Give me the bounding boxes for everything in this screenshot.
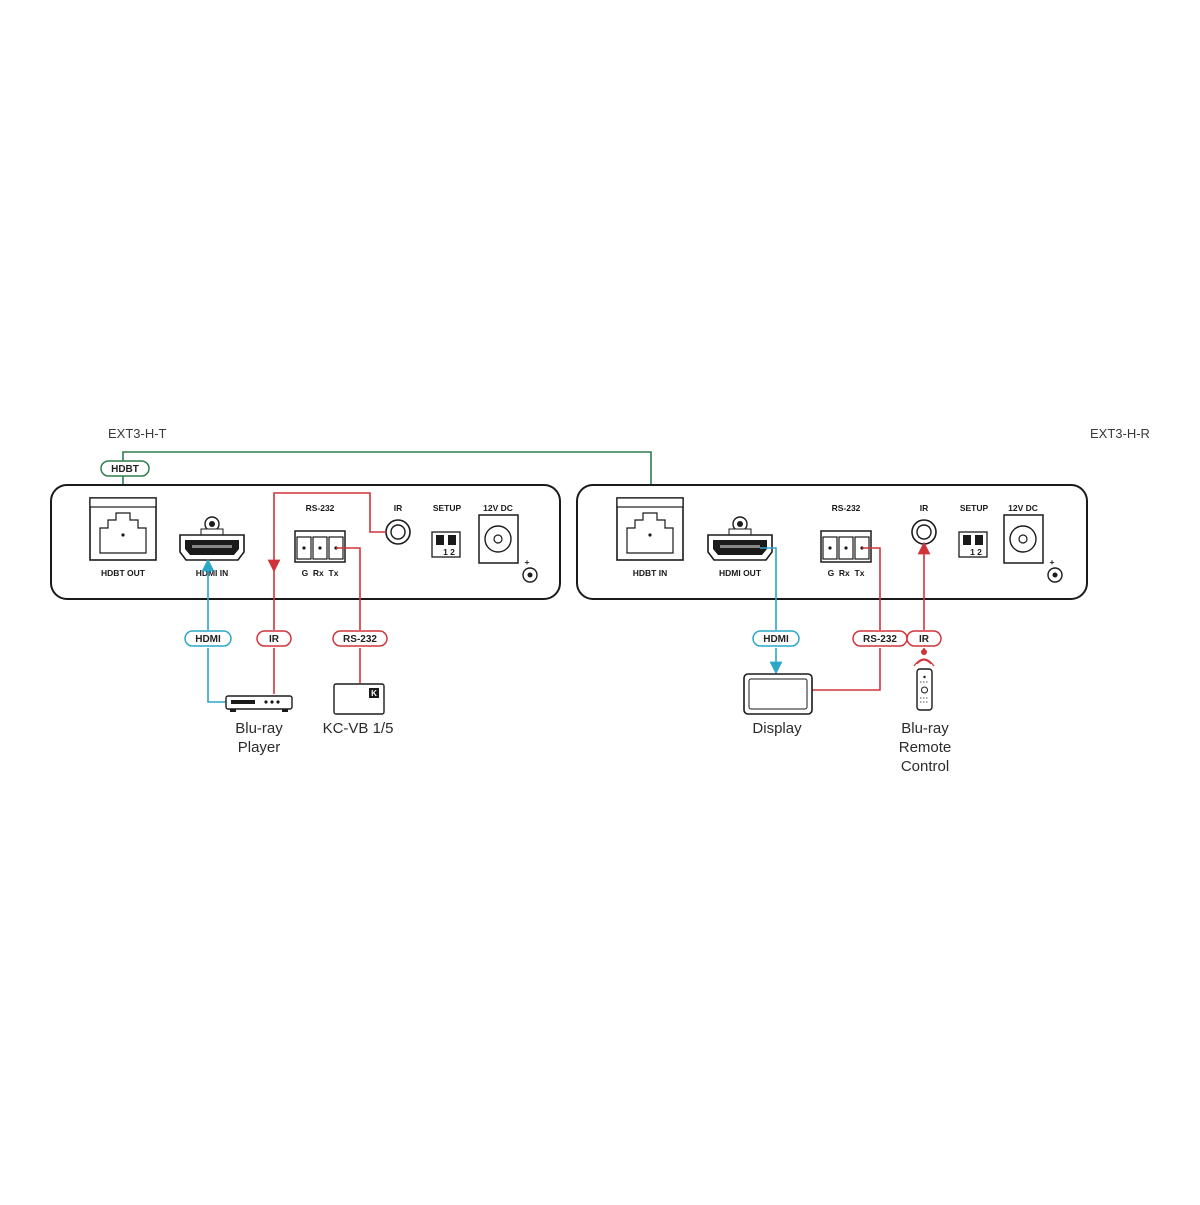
rx-power-label: 12V DC — [1008, 503, 1038, 513]
rx-rs232-tag: RS-232 — [852, 630, 908, 647]
remote-label-line1: Blu-ray — [901, 720, 949, 737]
bluray-player-label-line2: Player — [238, 739, 281, 756]
ir-signal-icon — [913, 658, 935, 667]
display-label: Display — [752, 720, 802, 737]
rx-setup-label: SETUP — [960, 503, 989, 513]
hdbt-out-label: HDBT OUT — [101, 568, 146, 578]
kc-vb-logo-mark: K — [371, 689, 377, 698]
tx-rs232-pins: G Rx Tx — [302, 568, 339, 578]
tx-hdmi-cable — [201, 558, 226, 703]
svg-text:HDMI: HDMI — [763, 634, 789, 645]
svg-text:HDMI: HDMI — [195, 634, 221, 645]
rx-plus-label: + — [1050, 557, 1055, 567]
tx-rs232-cable — [336, 547, 361, 683]
rx-setup-switch[interactable] — [958, 531, 988, 558]
tx-ir-cable — [267, 492, 386, 694]
rx-power-jack[interactable] — [1003, 514, 1044, 564]
tx-ir-label: IR — [394, 503, 403, 513]
receiver-panel: HDBT IN HDMI OUT RS-232 G Rx Tx IR — [576, 484, 1088, 600]
kc-vb-label: KC-VB 1/5 — [323, 720, 394, 737]
rx-rs232-cable — [812, 547, 881, 691]
bluray-player-icon — [225, 695, 293, 712]
svg-text:RS-232: RS-232 — [343, 634, 377, 645]
hdmi-in-port[interactable] — [179, 516, 245, 561]
bluray-player-label-line1: Blu-ray — [235, 720, 283, 737]
display-icon — [743, 673, 813, 715]
remote-control-icon — [916, 668, 933, 711]
transmitter-panel: HDBT OUT HDMI IN RS-232 G Rx Tx IR — [50, 484, 561, 600]
svg-text:IR: IR — [269, 634, 280, 645]
hdbt-tag: HDBT — [100, 460, 150, 477]
hdbt-in-port[interactable] — [616, 497, 684, 561]
rx-hdmi-tag: HDMI — [752, 630, 800, 647]
tx-power-jack[interactable] — [478, 514, 519, 564]
tx-ground-screw — [522, 567, 538, 583]
rx-rs232-pins: G Rx Tx — [828, 568, 865, 578]
rx-ir-label: IR — [920, 503, 929, 513]
rx-rs232-label: RS-232 — [832, 503, 861, 513]
tx-rs232-label: RS-232 — [306, 503, 335, 513]
rx-rs232-terminal[interactable] — [820, 530, 872, 563]
rx-ir-tag: IR — [906, 630, 942, 647]
rx-ir-cable — [917, 541, 931, 655]
rx-hdmi-cable — [760, 547, 783, 675]
kc-vb-icon: K — [333, 683, 385, 715]
tx-rs232-terminal[interactable] — [294, 530, 346, 563]
hdmi-out-port[interactable] — [707, 516, 773, 561]
svg-text:RS-232: RS-232 — [863, 634, 897, 645]
tx-hdmi-tag: HDMI — [184, 630, 232, 647]
hdmi-out-label: HDMI OUT — [719, 568, 762, 578]
hdbt-in-label: HDBT IN — [633, 568, 667, 578]
receiver-title: EXT3-H-R — [1090, 426, 1150, 441]
tx-rs232-tag: RS-232 — [332, 630, 388, 647]
tx-ir-tag: IR — [256, 630, 292, 647]
remote-label-line3: Control — [901, 758, 949, 775]
tx-power-label: 12V DC — [483, 503, 513, 513]
hdbt-out-port[interactable] — [89, 497, 157, 561]
tx-plus-label: + — [525, 557, 530, 567]
tx-setup-label: SETUP — [433, 503, 462, 513]
transmitter-title: EXT3-H-T — [108, 426, 167, 441]
rx-setup-numbers: 1 2 — [970, 547, 982, 557]
svg-text:IR: IR — [919, 634, 930, 645]
hdmi-in-label: HDMI IN — [196, 568, 229, 578]
remote-label-line2: Remote — [899, 739, 952, 756]
svg-text:HDBT: HDBT — [111, 464, 139, 475]
rx-ground-screw — [1047, 567, 1063, 583]
tx-setup-switch[interactable] — [431, 531, 461, 558]
rx-ir-jack[interactable] — [911, 519, 937, 545]
tx-setup-numbers: 1 2 — [443, 547, 455, 557]
tx-ir-jack[interactable] — [385, 519, 411, 545]
